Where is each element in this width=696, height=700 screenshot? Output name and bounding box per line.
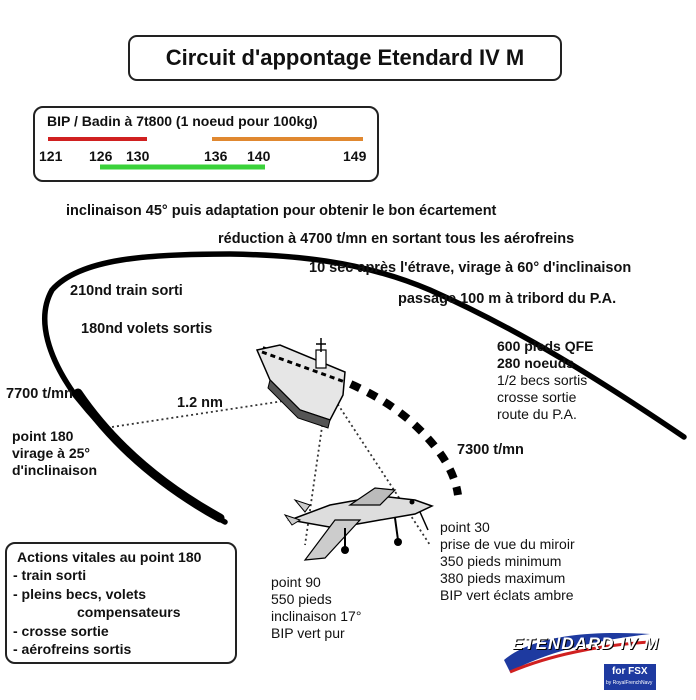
bip-tick-121: 121: [39, 148, 63, 164]
page-title: Circuit d'appontage Etendard IV M: [165, 45, 525, 70]
sight-line-30: [334, 399, 431, 546]
note-reduction: réduction à 4700 t/mn en sortant tous le…: [218, 231, 575, 247]
note-volets: 180nd volets sortis: [81, 321, 213, 337]
entry-conditions: 600 pieds QFE 280 noeuds 1/2 becs sortis…: [497, 338, 593, 423]
bip-tick-130: 130: [126, 148, 150, 164]
vital-item-4: - crosse sortie: [13, 623, 109, 639]
bip-legend: BIP / Badin à 7t800 (1 noeud pour 100kg)…: [33, 106, 379, 182]
entry-line-2: 280 noeuds: [497, 355, 575, 371]
note-train: 210nd train sorti: [70, 283, 183, 299]
point30-line-3: 350 pieds minimum: [440, 553, 562, 569]
note-rpm7300: 7300 t/mn: [457, 442, 524, 458]
vital-actions-box: Actions vitales au point 180 - train sor…: [5, 542, 237, 664]
entry-line-5: route du P.A.: [497, 406, 577, 422]
logo-main: ETENDARD IV M: [512, 634, 660, 653]
point90-line-3: inclinaison 17°: [271, 608, 362, 624]
title-box: Circuit d'appontage Etendard IV M: [128, 35, 562, 81]
logo-sub: for FSX: [612, 666, 648, 677]
aircraft-carrier: [255, 338, 346, 429]
etendard-logo: ETENDARD IV M for FSX by RoyalFrenchNavy: [500, 620, 660, 692]
point30-line-1: point 30: [440, 519, 490, 535]
point30-line-5: BIP vert éclats ambre: [440, 587, 574, 603]
bip-tick-140: 140: [247, 148, 271, 164]
note-inclinaison: inclinaison 45° puis adaptation pour obt…: [66, 203, 497, 219]
entry-line-1: 600 pieds QFE: [497, 338, 594, 354]
point90-line-2: 550 pieds: [271, 591, 332, 607]
dist-line: [111, 399, 291, 428]
point30-label: point 30 prise de vue du miroir 350 pied…: [440, 519, 575, 604]
bip-tick-149: 149: [343, 148, 367, 164]
etendard-aircraft: [283, 487, 434, 561]
point90-line-1: point 90: [271, 574, 321, 590]
note-dix-sec: 10 sec après l'étrave, virage à 60° d'in…: [309, 260, 632, 276]
vital-item-2: - pleins becs, volets: [13, 586, 147, 602]
vital-item-3: compensateurs: [77, 604, 181, 620]
point180-line-2: virage à 25°: [12, 445, 90, 461]
note-passage: passage 100 m à tribord du P.A.: [398, 291, 617, 307]
bip-scale: [48, 137, 363, 170]
point90-label: point 90 550 pieds inclinaison 17° BIP v…: [271, 574, 361, 642]
vital-title: Actions vitales au point 180: [17, 549, 202, 565]
bip-tick-136: 136: [204, 148, 228, 164]
point180-label: point 180 virage à 25° d'inclinaison: [12, 428, 97, 479]
logo-credit: by RoyalFrenchNavy: [606, 680, 653, 686]
point180-line-1: point 180: [12, 428, 74, 444]
approach-dashes: [260, 346, 462, 496]
point180-line-3: d'inclinaison: [12, 462, 98, 478]
entry-line-4: crosse sortie: [497, 389, 577, 405]
bip-tick-126: 126: [89, 148, 113, 164]
vital-item-1: - train sorti: [13, 567, 87, 583]
logo-graphic: [504, 633, 656, 690]
note-rpm7700: 7700 t/mn: [6, 386, 73, 402]
note-distance: 1.2 nm: [177, 395, 223, 411]
circuit-path-thick: [73, 388, 225, 523]
point30-line-4: 380 pieds maximum: [440, 570, 566, 586]
point90-line-4: BIP vert pur: [271, 625, 345, 641]
sight-line-90: [304, 419, 324, 546]
vital-item-5: - aérofreins sortis: [13, 641, 132, 657]
point30-line-2: prise de vue du miroir: [440, 536, 575, 552]
entry-line-3: 1/2 becs sortis: [497, 372, 588, 388]
bip-header: BIP / Badin à 7t800 (1 noeud pour 100kg): [47, 113, 318, 129]
